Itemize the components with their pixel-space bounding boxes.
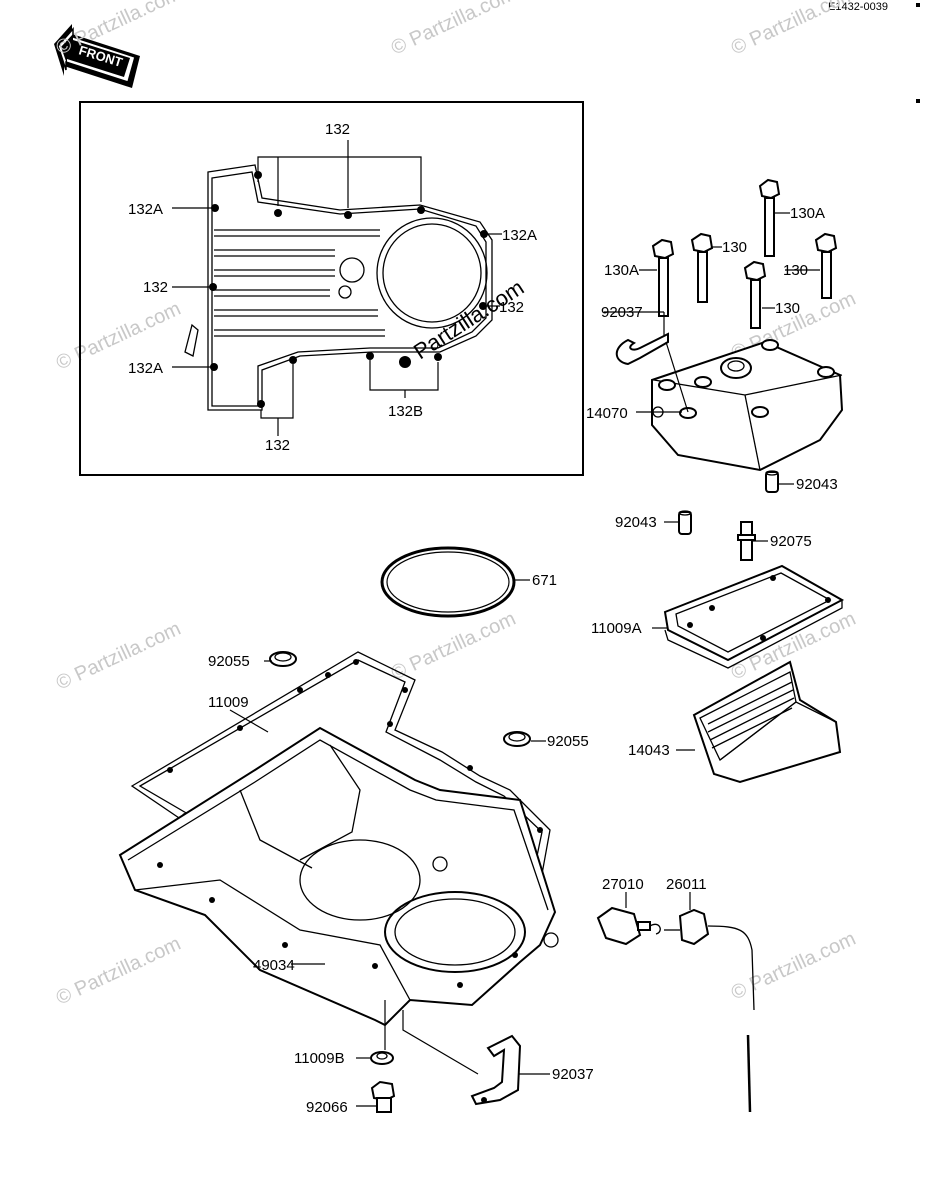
- reference-code: E1432-0039: [828, 1, 888, 13]
- part-label-132: 132: [265, 437, 290, 454]
- part-label-14070: 14070: [586, 405, 628, 422]
- inset-frame: [79, 101, 584, 476]
- washer-11009B: [370, 1051, 394, 1065]
- part-label-49034: 49034: [253, 957, 295, 974]
- washer-92055-right: [503, 731, 531, 747]
- part-label-130: 130: [722, 239, 747, 256]
- part-label-92037: 92037: [601, 304, 643, 321]
- bolt-130-a: [690, 232, 714, 303]
- cover-gasket: [184, 164, 493, 411]
- part-label-132: 132: [325, 121, 350, 138]
- breather-cover: [651, 339, 844, 472]
- drain-plug-92066: [370, 1080, 396, 1113]
- bolt-130-c: [743, 260, 767, 329]
- bolt-130A-tall: [758, 178, 781, 257]
- gasket-11009A: [663, 564, 845, 669]
- bolt-130A-left: [651, 238, 675, 317]
- sleeve-92043-b: [678, 510, 692, 535]
- watermark-text: © Partzilla.com: [388, 0, 519, 60]
- watermark-center-text: Partzilla.com: [409, 275, 528, 365]
- pipe-92075: [737, 521, 756, 561]
- part-label-11009: 11009: [208, 694, 249, 711]
- part-label-92066: 92066: [306, 1099, 348, 1116]
- watermark-text: © Partzilla.com: [728, 0, 859, 60]
- part-label-130A: 130A: [604, 262, 639, 279]
- watermark-text: © Partzilla.com: [53, 933, 184, 1010]
- part-label-132A: 132A: [128, 201, 163, 218]
- sleeve-92043-a: [765, 470, 779, 493]
- lead-wire-26011: [664, 908, 755, 1113]
- part-label-92075: 92075: [770, 533, 812, 550]
- watermark-text: © Partzilla.com: [53, 618, 184, 695]
- inset-leaders: [172, 140, 502, 436]
- part-label-132B: 132B: [388, 403, 423, 420]
- part-label-27010: 27010: [602, 876, 644, 893]
- part-label-92037: 92037: [552, 1066, 594, 1083]
- part-label-130: 130: [775, 300, 800, 317]
- oil-pressure-switch-27010: [596, 906, 661, 946]
- part-label-132A: 132A: [128, 360, 163, 377]
- watermark-text: © Partzilla.com: [388, 608, 519, 685]
- corner-mark: [916, 99, 920, 103]
- clamp-92037-top: [615, 332, 669, 366]
- washer-92055-left: [269, 651, 297, 667]
- part-label-671: 671: [532, 572, 557, 589]
- watermark-text: © Partzilla.com: [53, 298, 184, 375]
- part-label-130A: 130A: [790, 205, 825, 222]
- part-label-132A: 132A: [502, 227, 537, 244]
- part-label-92043: 92043: [796, 476, 838, 493]
- corner-mark: [916, 3, 920, 7]
- part-label-92043: 92043: [615, 514, 657, 531]
- part-label-132: 132: [143, 279, 168, 296]
- part-label-14043: 14043: [628, 742, 670, 759]
- clamp-92037-bottom: [470, 1034, 522, 1106]
- watermark-text: © Partzilla.com: [728, 928, 859, 1005]
- part-label-11009B: 11009B: [294, 1050, 345, 1067]
- part-label-92055: 92055: [547, 733, 589, 750]
- part-label-132: 132: [499, 299, 524, 316]
- bolt-130-b: [814, 232, 838, 299]
- part-label-130: 130: [783, 262, 808, 279]
- front-arrow-icon: FRONT: [54, 24, 140, 88]
- o-ring-671: [380, 546, 516, 618]
- part-label-11009A: 11009A: [591, 620, 642, 637]
- part-label-92055: 92055: [208, 653, 250, 670]
- baffle-14043: [692, 660, 842, 784]
- part-label-26011: 26011: [666, 876, 707, 893]
- oil-pan-49034: [118, 726, 559, 1027]
